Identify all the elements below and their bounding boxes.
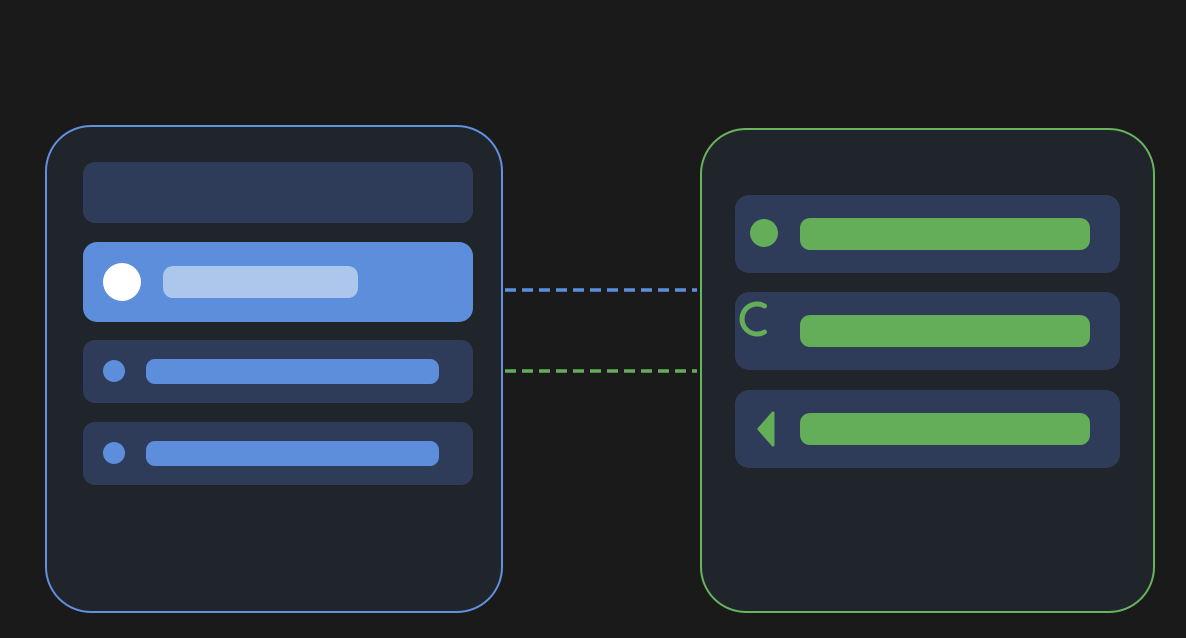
- task-row[interactable]: [735, 292, 1120, 370]
- source-panel: [45, 125, 503, 613]
- label-placeholder-bar: [800, 413, 1090, 445]
- skeleton-header-row: [83, 162, 473, 223]
- task-row[interactable]: [735, 390, 1120, 468]
- list-item-active[interactable]: [83, 242, 473, 322]
- task-row[interactable]: [735, 195, 1120, 273]
- label-placeholder-bar: [146, 441, 439, 466]
- label-placeholder-bar: [146, 359, 439, 384]
- label-placeholder-bar: [163, 266, 358, 298]
- dot-icon: [103, 442, 125, 464]
- filled-circle-icon: [103, 263, 141, 301]
- spinner-icon: [739, 301, 767, 337]
- list-item[interactable]: [83, 340, 473, 403]
- dot-icon: [103, 360, 125, 382]
- list-item[interactable]: [83, 422, 473, 485]
- label-placeholder-bar: [800, 315, 1090, 347]
- label-placeholder-bar: [800, 218, 1090, 250]
- target-panel: [700, 128, 1155, 613]
- dot-icon: [750, 219, 778, 247]
- triangle-left-icon: [757, 411, 775, 447]
